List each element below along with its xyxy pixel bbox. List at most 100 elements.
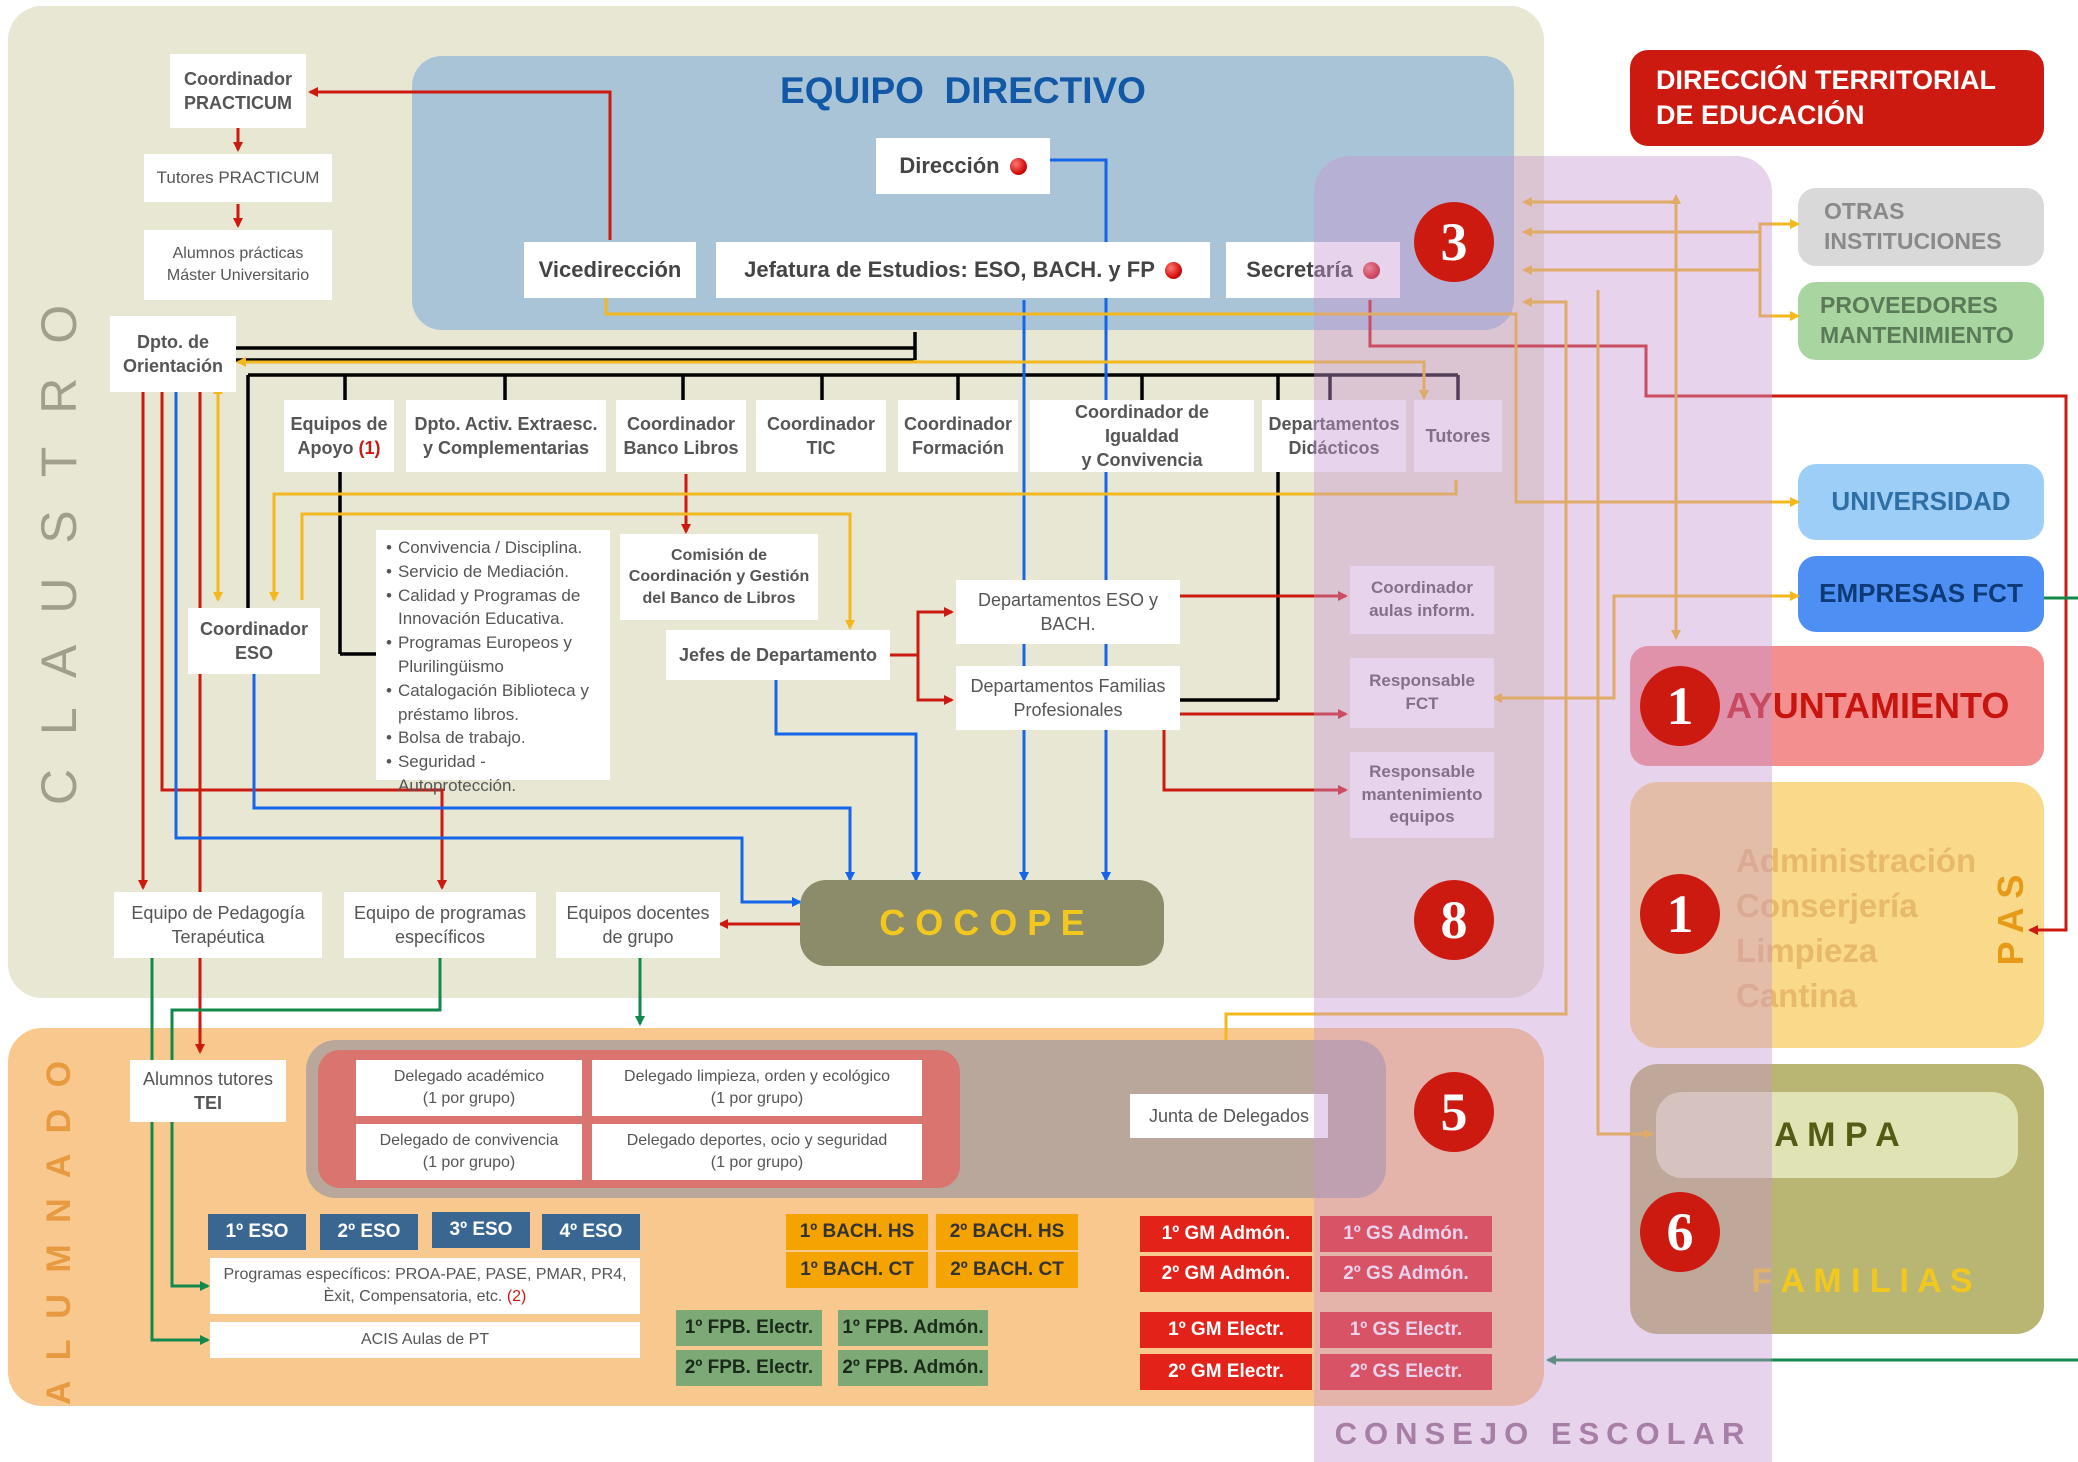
dpto-actividades-box[interactable]: Dpto. Activ. Extraesc. y Complementarias [406,400,606,472]
cocope-text: C O C O P E [879,902,1085,943]
coord-aulas-box[interactable]: Coordinador aulas inform. [1350,566,1494,634]
list-item: Catalogación Biblioteca y préstamo libro… [384,679,602,727]
pas-item: Administración [1736,842,1977,879]
dep-familias-box[interactable]: Departamentos Familias Profesionales [956,666,1180,730]
list-item: Programas Europeos y Plurilingüismo [384,631,602,679]
acis-box[interactable]: ACIS Aulas de PT [210,1322,640,1358]
red-dot-icon [1009,157,1027,175]
equipos-apoyo-text: Equipos de Apoyo (1) [290,412,387,461]
consejo-escolar-label: CONSEJO ESCOLAR [1334,1416,1752,1451]
bach-group[interactable]: 1º BACH. CT [786,1252,928,1288]
universidad-box[interactable]: UNIVERSIDAD [1798,464,2044,540]
otras-instituciones-box[interactable]: OTRAS INSTITUCIONES [1798,188,2044,266]
fpb-group[interactable]: 1º FPB. Admón. [838,1310,988,1346]
pas-items: Administración Conserjería Limpieza Cant… [1736,838,1976,1018]
dpto-orientacion-box[interactable]: Dpto. de Orientación [110,316,236,392]
proveedores-text: PROVEEDORES MANTENIMIENTO [1820,292,2014,348]
direccion-territorial-text: DIRECCIÓN TERRITORIAL DE EDUCACIÓN [1656,64,1997,130]
tutores-practicum-box[interactable]: Tutores PRACTICUM [144,154,332,202]
direccion-box[interactable]: Dirección [876,138,1050,194]
ciclo-group[interactable]: 1º GS Electr. [1320,1312,1492,1348]
number-5: 5 [1414,1072,1494,1152]
bach-group[interactable]: 2º BACH. HS [936,1214,1078,1250]
number-3: 3 [1414,202,1494,282]
universidad-text: UNIVERSIDAD [1831,486,2011,517]
responsable-mantenimiento-box[interactable]: Responsable mantenimiento equipos [1350,752,1494,838]
equipo-pedagogia-box[interactable]: Equipo de Pedagogía Terapéutica [114,892,322,958]
eso-group-4[interactable]: 4º ESO [542,1214,640,1250]
ciclo-group[interactable]: 2º GS Electr. [1320,1354,1492,1390]
bach-group[interactable]: 1º BACH. HS [786,1214,928,1250]
comision-banco-libros-box[interactable]: Comisión de Coordinación y Gestión del B… [620,534,818,620]
delegado-convivencia-box[interactable]: Delegado de convivencia (1 por grupo) [356,1124,582,1180]
eso-group-2[interactable]: 2º ESO [320,1214,418,1250]
red-dot-icon [1362,261,1380,279]
dep-eso-bach-box[interactable]: Departamentos ESO y BACH. [956,580,1180,644]
note-2: (2) [506,1288,527,1305]
coordinador-eso-box[interactable]: Coordinador ESO [188,608,320,674]
jefatura-box[interactable]: Jefatura de Estudios: ESO, BACH. y FP [716,242,1210,298]
number-1-ayuntamiento: 1 [1640,666,1720,746]
list-item: Convivencia / Disciplina. [384,536,602,560]
ciclo-group[interactable]: 2º GS Admón. [1320,1256,1492,1292]
fpb-group[interactable]: 2º FPB. Electr. [676,1350,822,1386]
ciclo-group[interactable]: 2º GM Admón. [1140,1256,1312,1292]
ciclo-group[interactable]: 1º GM Admón. [1140,1216,1312,1252]
familias-text: F A M I L I A S [1751,1262,1973,1300]
jefes-departamento-box[interactable]: Jefes de Departamento [666,630,890,680]
ampa-text: A M P A [1774,1115,1900,1154]
coord-igualdad-box[interactable]: Coordinador de Igualdad y Convivencia [1030,400,1254,472]
delegado-limpieza-box[interactable]: Delegado limpieza, orden y ecológico (1 … [592,1060,922,1116]
otras-instituciones-text: OTRAS INSTITUCIONES [1824,198,2002,254]
tutores-box[interactable]: Tutores [1414,400,1502,472]
direccion-territorial-box[interactable]: DIRECCIÓN TERRITORIAL DE EDUCACIÓN [1630,50,2044,146]
delegado-academico-box[interactable]: Delegado académico (1 por grupo) [356,1060,582,1116]
pas-item: Cantina [1736,977,1858,1014]
ciclo-group[interactable]: 1º GM Electr. [1140,1312,1312,1348]
programas-label: Programas específicos: PROA-PAE, PASE, P… [223,1266,627,1305]
alumnado-label: A L U M N A D O [40,1054,78,1406]
eso-group-3[interactable]: 3º ESO [432,1212,530,1248]
ciclo-group[interactable]: 1º GS Admón. [1320,1216,1492,1252]
empresas-fct-text: EMPRESAS FCT [1819,578,2023,609]
alumnos-practicas-box[interactable]: Alumnos prácticas Máster Universitario [144,230,332,300]
consejo-escolar-region [1314,156,1772,1462]
equipos-docentes-box[interactable]: Equipos docentes de grupo [556,892,720,958]
direccion-text: Dirección [899,153,1000,179]
bach-group[interactable]: 2º BACH. CT [936,1252,1078,1288]
cocope-box[interactable]: C O C O P E [800,880,1164,966]
eso-group-1[interactable]: 1º ESO [208,1214,306,1250]
coord-tic-box[interactable]: Coordinador TIC [756,400,886,472]
alumnos-tutores-tei-box[interactable]: Alumnos tutores TEI [130,1060,286,1122]
coord-formacion-box[interactable]: Coordinador Formación [898,400,1018,472]
equipos-apoyo-list: Convivencia / Disciplina. Servicio de Me… [376,530,610,795]
empresas-fct-box[interactable]: EMPRESAS FCT [1798,556,2044,632]
vicedireccion-box[interactable]: Vicedirección [524,242,696,298]
fpb-group[interactable]: 2º FPB. Admón. [838,1350,988,1386]
ampa-box[interactable]: A M P A [1656,1092,2018,1178]
red-dot-icon [1164,261,1182,279]
secretaria-text: Secretaría [1246,257,1353,283]
claustro-label: C L A U S T R O [31,294,87,806]
coord-banco-libros-box[interactable]: Coordinador Banco Libros [616,400,746,472]
equipo-directivo-title: EQUIPO DIRECTIVO [780,70,1146,111]
secretaria-box[interactable]: Secretaría [1226,242,1400,298]
programas-text: Programas específicos: PROA-PAE, PASE, P… [223,1264,626,1307]
departamentos-didacticos-box[interactable]: Departamentos Didácticos [1262,400,1406,472]
number-1-pas: 1 [1640,874,1720,954]
pas-item: Limpieza [1736,932,1878,969]
responsable-fct-box[interactable]: Responsable FCT [1350,658,1494,728]
equipo-programas-box[interactable]: Equipo de programas específicos [344,892,536,958]
ciclo-group[interactable]: 2º GM Electr. [1140,1354,1312,1390]
equipos-apoyo-box[interactable]: Equipos de Apoyo (1) [284,400,394,472]
list-item: Calidad y Programas de Innovación Educat… [384,584,602,632]
number-6: 6 [1640,1192,1720,1272]
tei-line2: TEI [193,1093,222,1113]
junta-delegados-box[interactable]: Junta de Delegados [1130,1094,1328,1138]
fpb-group[interactable]: 1º FPB. Electr. [676,1310,822,1346]
programas-especificos-box[interactable]: Programas específicos: PROA-PAE, PASE, P… [210,1258,640,1314]
coordinador-practicum-box[interactable]: Coordinador PRACTICUM [170,54,306,128]
delegado-deportes-box[interactable]: Delegado deportes, ocio y seguridad (1 p… [592,1124,922,1180]
proveedores-box[interactable]: PROVEEDORES MANTENIMIENTO [1798,282,2044,360]
